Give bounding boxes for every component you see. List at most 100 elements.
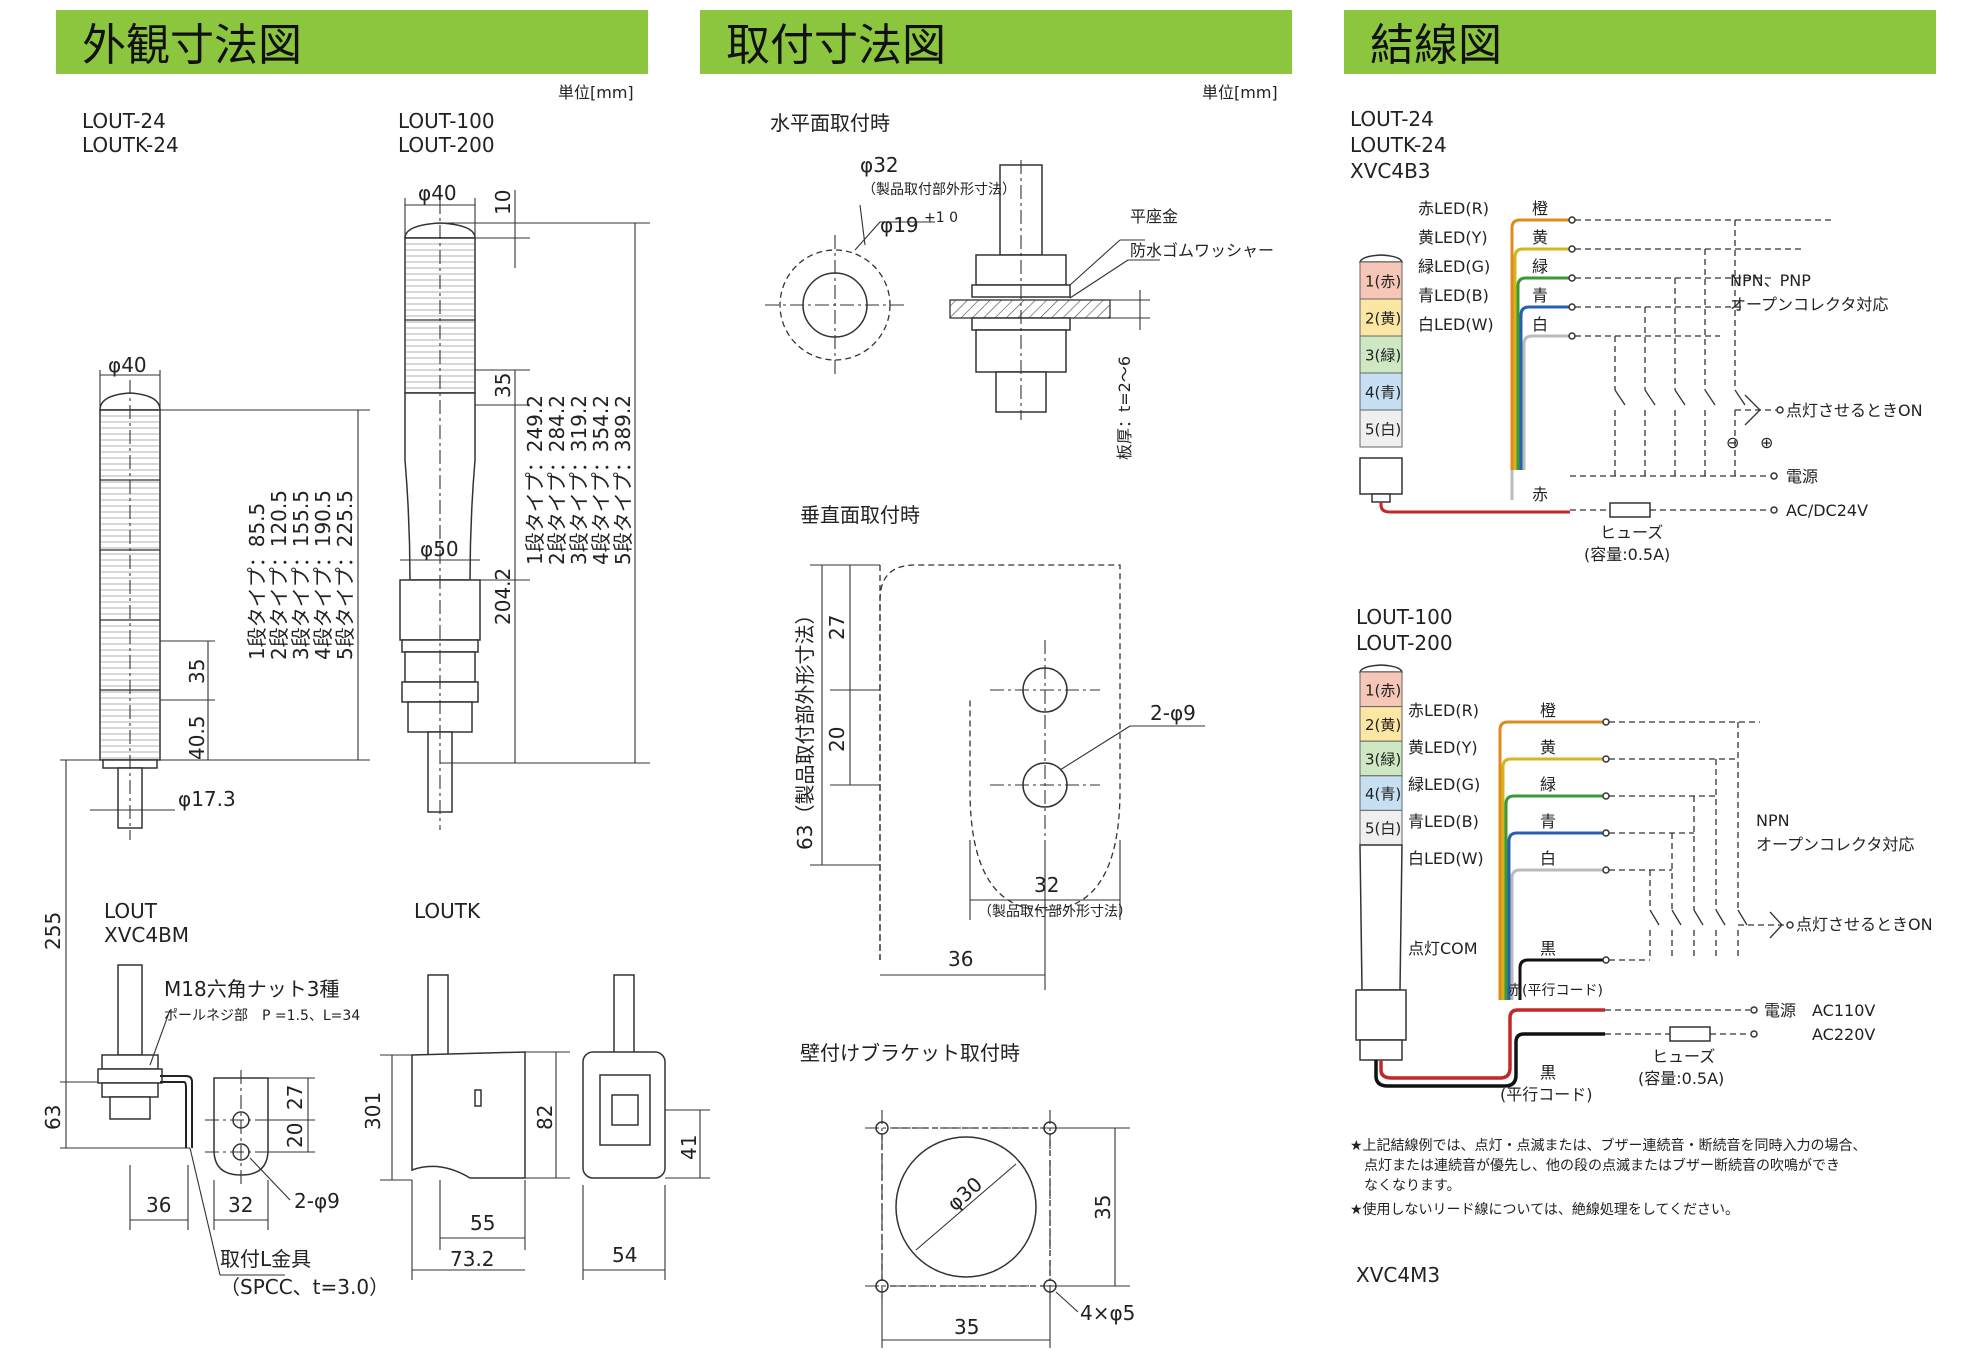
led-top-y: 黄LED(Y) [1418, 228, 1488, 247]
power-b-label: 電源 [1764, 1001, 1796, 1020]
model-a-line1: LOUT-24 [82, 109, 166, 133]
type-a-3: 3段タイプ：155.5 [289, 490, 313, 660]
wiring-bottom-model-2: LOUT-200 [1356, 631, 1453, 655]
tier-label: 3(緑) [1365, 347, 1401, 365]
dim-63-note: 63（製品取付部外形寸法） [793, 605, 817, 850]
wire-top-green: 緑 [1532, 257, 1548, 276]
tier-label: 5(白) [1365, 820, 1401, 838]
wire-bot-green: 緑 [1540, 775, 1556, 794]
open-collector-b-label: オープンコレクタ対応 [1756, 835, 1914, 854]
wire-bot-red-parallel: 赤(平行コード) [1508, 983, 1603, 999]
model-a-line2: LOUTK-24 [82, 133, 179, 157]
wiring-bottom-wire-labels: 橙 黄 緑 青 白 黒 赤(平行コード) 黒 (平行コード) [1500, 701, 1603, 1104]
type-b-1: 1段タイプ：249.2 [523, 395, 547, 565]
horizontal-mount-drawing [765, 160, 1160, 420]
header-exterior: 外観寸法図 [56, 10, 648, 74]
tier-label: 3(緑) [1365, 751, 1401, 769]
wiring-top-circuit [1568, 216, 1835, 518]
tier-label: 4(青) [1365, 384, 1401, 402]
flat-washer-label: 平座金 [1130, 207, 1178, 226]
bracket-spec: （SPCC、t=3.0） [220, 1275, 389, 1299]
note-line-2: 点灯または連続音が優先し、他の段の点滅またはブザー断続音の吹鳴ができ [1350, 1157, 1840, 1174]
led-bot-b: 青LED(B) [1408, 812, 1479, 831]
dim-phi17-3: φ17.3 [178, 787, 236, 811]
wiring-bottom-led-labels: 赤LED(R) 黄LED(Y) 緑LED(G) 青LED(B) 白LED(W) … [1408, 701, 1484, 958]
type-a-4: 4段タイプ：190.5 [311, 490, 335, 660]
tier-label: 1(赤) [1365, 273, 1401, 291]
fuse-b-capacity: (容量:0.5A) [1638, 1069, 1724, 1088]
dim-301: 301 [361, 1092, 385, 1130]
wiring-bottom-wires [1374, 720, 1605, 1088]
led-top-g: 緑LED(G) [1418, 257, 1490, 276]
on-when-lit-b-label: 点灯させるときON [1796, 915, 1933, 934]
wire-bot-yellow: 黄 [1540, 738, 1556, 757]
fuse-b-label: ヒューズ [1652, 1047, 1715, 1066]
wire-bot-blue: 青 [1540, 812, 1556, 831]
led-bot-com: 点灯COM [1408, 939, 1478, 958]
dim-phi50: φ50 [420, 537, 459, 561]
tier-label: 2(黄) [1365, 716, 1401, 734]
header-exterior-title: 外観寸法図 [82, 20, 302, 71]
dim-27-c: 27 [283, 1085, 307, 1110]
dim-2phi9-c: 2-φ9 [294, 1189, 340, 1213]
nut-label: M18六角ナット3種 [164, 977, 339, 1001]
tower-lout24-drawing [60, 370, 370, 1149]
dim-82: 82 [533, 1105, 557, 1130]
fuse-capacity: (容量:0.5A) [1584, 545, 1670, 564]
wall-mount-title: 壁付けブラケット取付時 [800, 1041, 1020, 1065]
dim-20-c: 20 [283, 1123, 307, 1148]
dim-32-note: （製品取付部外形寸法） [978, 904, 1132, 920]
dim-phi40-b: φ40 [418, 181, 457, 205]
wiring-notes: ★上記結線例では、点灯・点滅または、ブザー連続音・断続音を同時入力の場合、 点灯… [1350, 1137, 1867, 1218]
dim-35-a: 35 [185, 659, 209, 684]
wire-top-white: 白 [1532, 315, 1548, 334]
power-label: 電源 [1786, 467, 1818, 486]
dim-phi40-a: φ40 [108, 353, 147, 377]
led-top-r: 赤LED(R) [1418, 199, 1489, 218]
dim-40-5: 40.5 [185, 715, 209, 760]
type-b-3: 3段タイプ：319.2 [567, 395, 591, 565]
dim-36-c: 36 [146, 1193, 171, 1217]
type-b-4: 4段タイプ：354.2 [589, 395, 613, 565]
loutk-views-drawing [380, 974, 710, 1280]
on-when-lit-label: 点灯させるときON [1786, 401, 1923, 420]
wire-bot-black-parallel: (平行コード) [1500, 1085, 1593, 1104]
thickness-label: 板厚：t=2〜6 [1115, 356, 1134, 460]
phi19-tol: +1 0 [924, 210, 958, 226]
note-line-3: なくなります。 [1350, 1178, 1461, 1194]
dim-73-2: 73.2 [450, 1247, 495, 1271]
phi32-note: （製品取付部外形寸法） [862, 182, 1016, 198]
wiring-bottom-tower: 1(赤)2(黄)3(緑)4(青)5(白) [1355, 664, 1407, 1061]
model-d: LOUTK [414, 899, 481, 923]
open-collector-label: オープンコレクタ対応 [1730, 295, 1888, 314]
types-b-list: 1段タイプ：249.2 2段タイプ：284.2 3段タイプ：319.2 4段タイ… [523, 395, 635, 565]
type-a-2: 2段タイプ：120.5 [267, 490, 291, 660]
led-bot-y: 黄LED(Y) [1408, 738, 1478, 757]
wall-mount-drawing [865, 1110, 1130, 1348]
wire-bot-black: 黒 [1540, 939, 1556, 958]
header-mounting-title: 取付寸法図 [726, 20, 946, 71]
fuse-label: ヒューズ [1600, 523, 1663, 542]
header-mounting: 取付寸法図 [700, 10, 1292, 74]
header-wiring: 結線図 [1344, 10, 1936, 74]
wire-bot-orange: 橙 [1540, 701, 1556, 720]
npn-pnp-label: NPN、PNP [1730, 271, 1811, 290]
wire-top-red: 赤 [1532, 485, 1548, 504]
bracket-view-drawing [97, 964, 315, 1276]
ac110-label: AC110V [1812, 1001, 1875, 1020]
type-b-2: 2段タイプ：284.2 [545, 395, 569, 565]
acdc24-label: AC/DC24V [1786, 501, 1868, 520]
wire-bot-white: 白 [1540, 849, 1556, 868]
led-bot-g: 緑LED(G) [1408, 775, 1480, 794]
unit-label-mounting: 単位[mm] [1202, 83, 1278, 102]
model-c-line2: XVC4BM [104, 923, 189, 947]
type-b-5: 5段タイプ：389.2 [611, 395, 635, 565]
dim-20-v: 20 [825, 727, 849, 752]
phi19-label: φ19 [880, 213, 919, 237]
header-wiring-title: 結線図 [1370, 20, 1502, 71]
led-top-b: 青LED(B) [1418, 286, 1489, 305]
dim-63-a: 63 [41, 1105, 65, 1130]
wiring-top-wires [1379, 218, 1570, 514]
footer-model: XVC4M3 [1356, 1263, 1440, 1287]
dim-2phi9-v: 2-φ9 [1150, 701, 1196, 725]
